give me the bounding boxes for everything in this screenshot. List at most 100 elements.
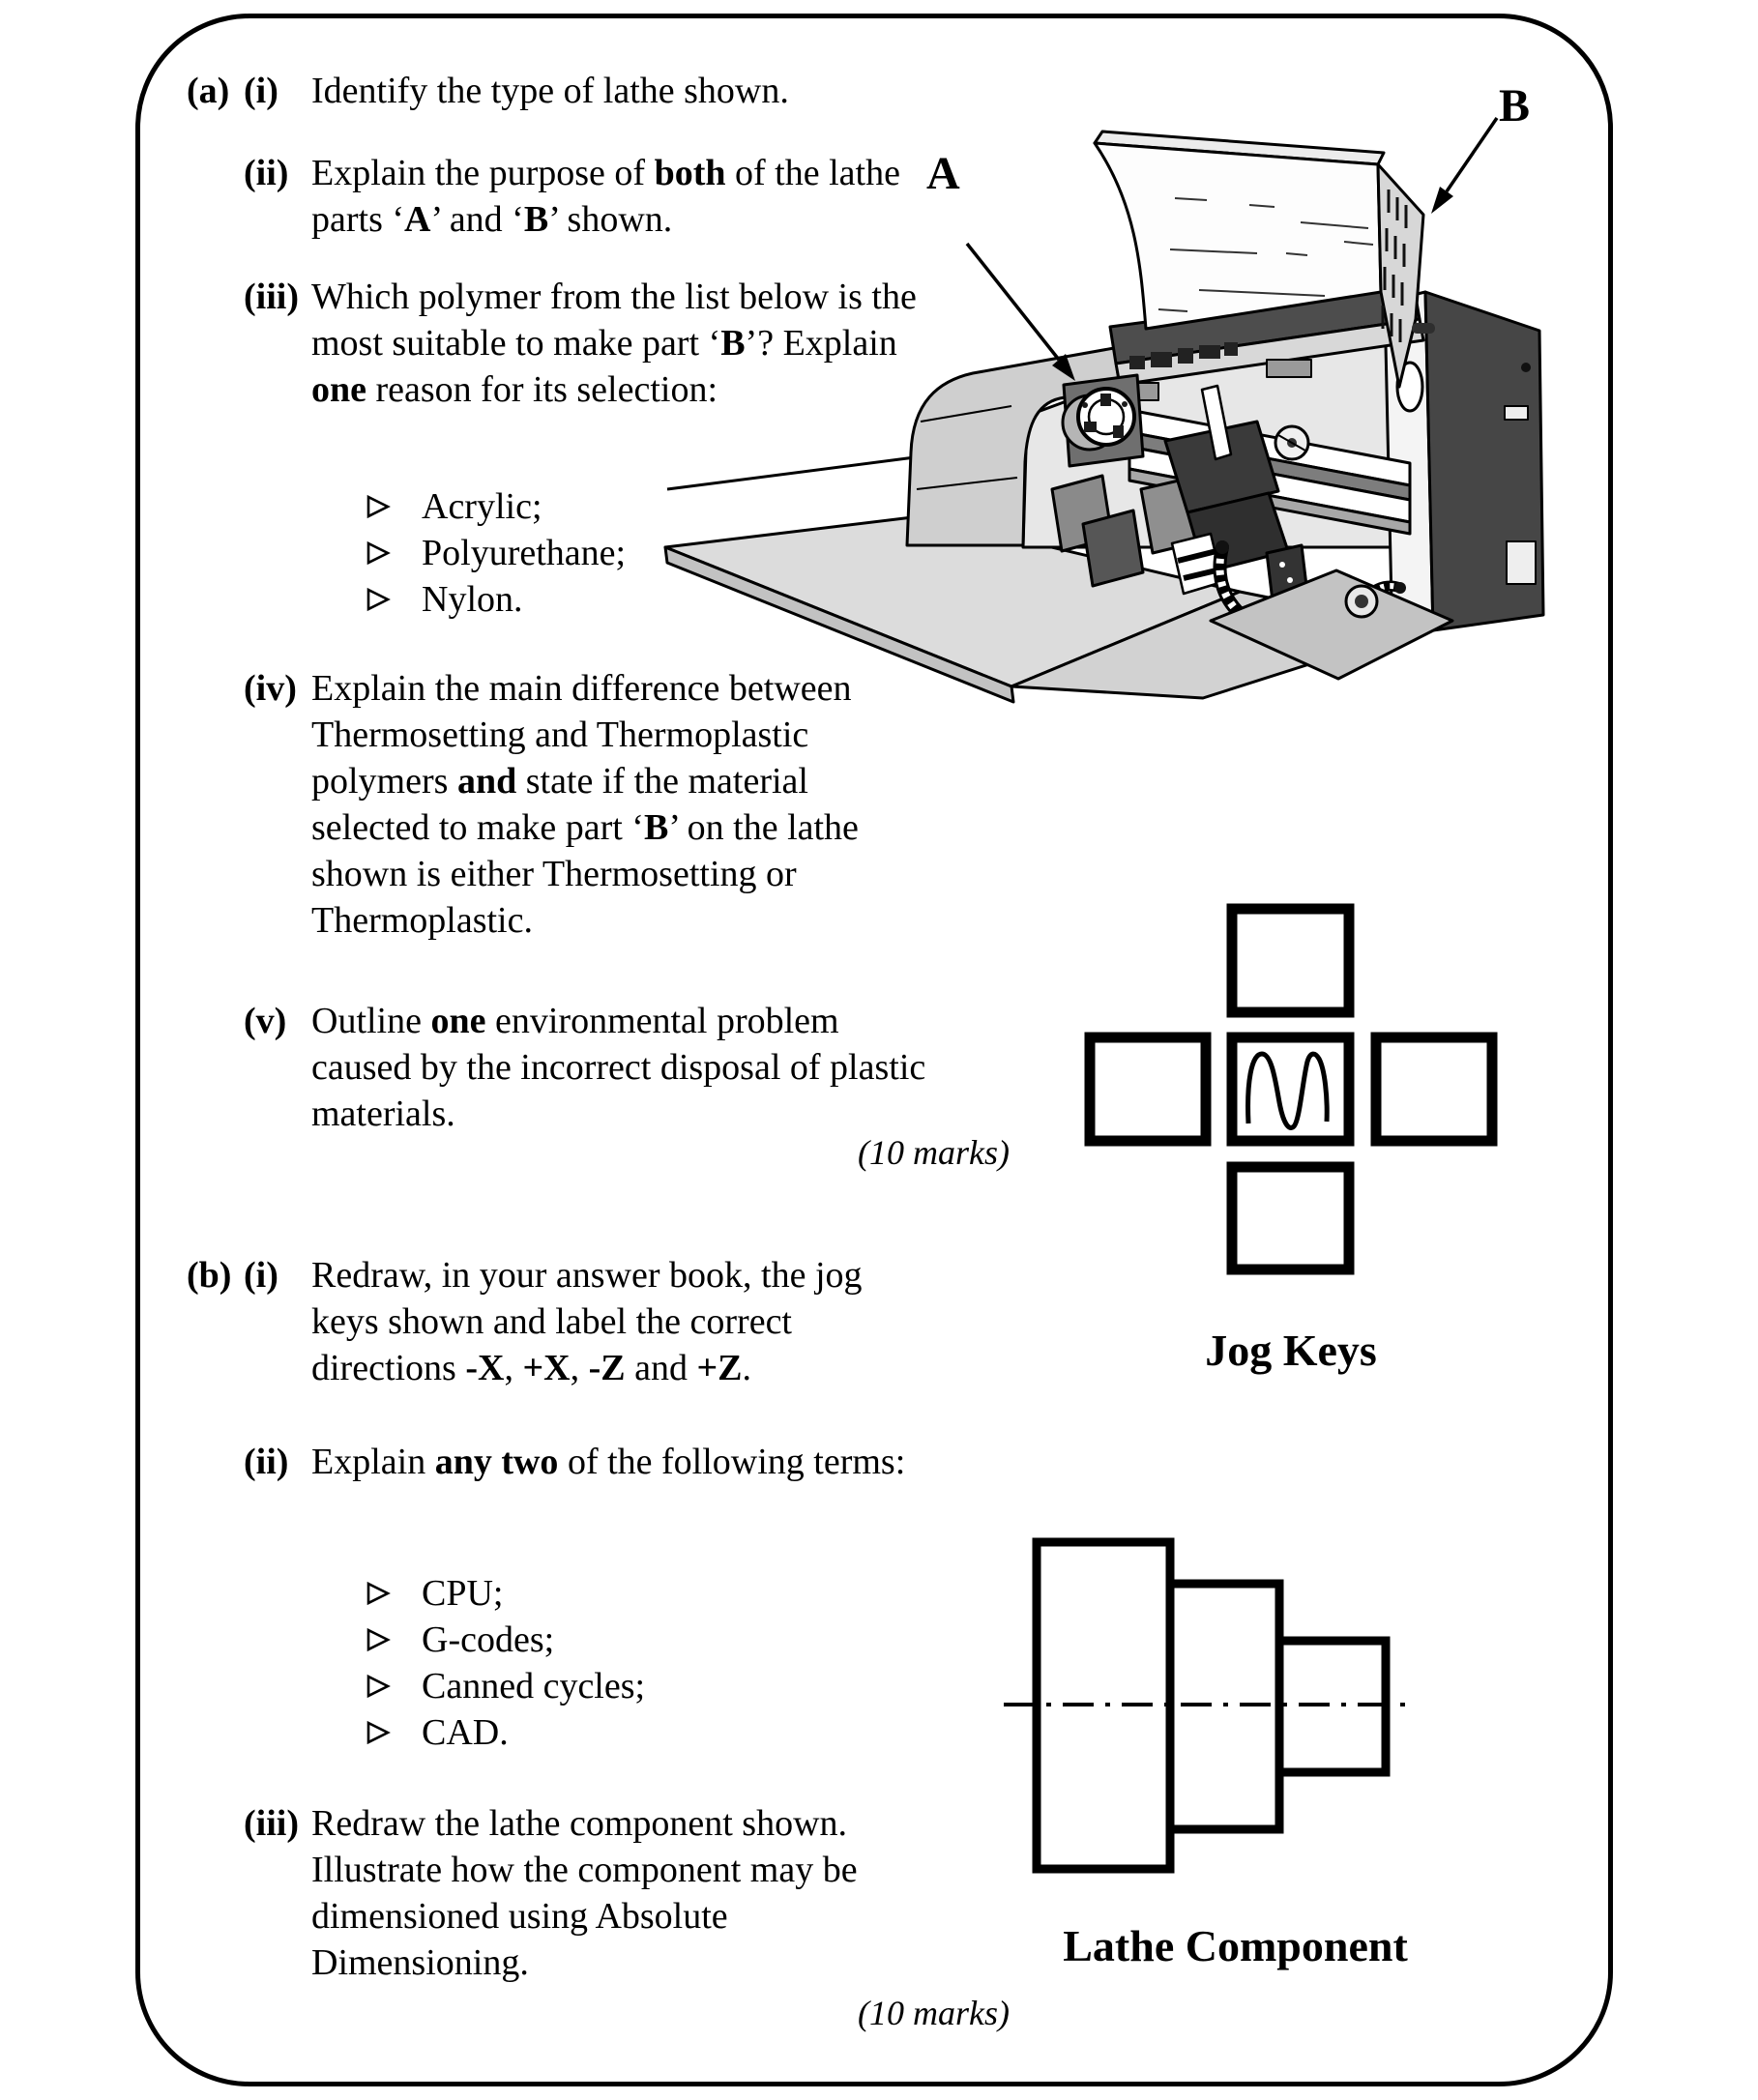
question-a-i-text: Identify the type of lathe shown. (311, 71, 789, 111)
text-run: environmental problem caused by the inco… (311, 1001, 926, 1134)
question-b-iii-text: Redraw the lathe component shown. Illust… (311, 1803, 858, 1983)
text-run: Explain (311, 1442, 435, 1482)
text-run: B (643, 807, 669, 848)
brand-logo-marks (1129, 342, 1238, 369)
cnc-lathe-illustration (663, 117, 1545, 704)
spindle-wave-icon (1245, 1051, 1330, 1130)
text-run: Explain the purpose of (311, 153, 655, 193)
text-run: , (570, 1348, 589, 1388)
text-run: any two (434, 1442, 559, 1482)
text-run: ’ shown. (548, 199, 673, 240)
list-item: Nylon. (366, 576, 523, 623)
text-run: Which polymer from the list below is the… (311, 277, 917, 364)
text-run: one (311, 369, 366, 410)
question-a-i-label: (i) (244, 71, 278, 111)
text-run: +Z (696, 1348, 743, 1388)
question-a-ii-label: (ii) (244, 153, 289, 193)
question-a-v-text: Outline one environmental problem caused… (311, 998, 930, 1137)
list-arrow-icon (366, 494, 391, 519)
text-run: Explain the main difference between Ther… (311, 668, 852, 802)
text-run: +X (522, 1348, 571, 1388)
list-item-label: CAD. (422, 1712, 509, 1753)
question-a-v-label: (v) (244, 1001, 287, 1041)
text-run: , (504, 1348, 523, 1388)
part-b-label: B (1499, 80, 1531, 131)
text-run: A (404, 199, 431, 240)
list-item: CAD. (366, 1709, 509, 1756)
list-arrow-icon (366, 1581, 391, 1606)
handwheel-shape (1274, 424, 1310, 461)
text-run: B (720, 323, 746, 364)
text-run: -X (465, 1348, 505, 1388)
marks-b: (10 marks) (858, 1994, 1010, 2032)
chuck-shape (1061, 387, 1136, 452)
lathe-component-title: Lathe Component (1063, 1921, 1408, 1970)
jog-key-left (1084, 1032, 1212, 1147)
text-run: and (456, 761, 517, 802)
question-b-label: (b) (187, 1255, 232, 1296)
jog-key-down (1226, 1161, 1355, 1275)
list-item-label: Acrylic; (422, 486, 542, 527)
question-b-i-text: Redraw, in your answer book, the jog key… (311, 1252, 930, 1391)
list-item-label: Nylon. (422, 579, 523, 620)
text-run: ’ on the lathe shown is either Thermoset… (311, 807, 859, 941)
question-b-iii-label: (iii) (244, 1803, 299, 1844)
jog-keys-diagram (1084, 903, 1498, 1275)
guard-handle-shape (1412, 323, 1435, 334)
question-a-iv-text: Explain the main difference between Ther… (311, 665, 930, 944)
text-run: B (523, 199, 549, 240)
text-run: Redraw, in your answer book, the jog key… (311, 1255, 863, 1388)
estop-knob-shape (1344, 584, 1379, 619)
list-item-label: G-codes; (422, 1619, 555, 1660)
jog-key-up (1226, 903, 1355, 1018)
marks-a: (10 marks) (858, 1133, 1010, 1172)
list-arrow-icon (366, 1674, 391, 1699)
text-run: and (625, 1348, 697, 1388)
question-a-iii-label: (iii) (244, 277, 299, 317)
jog-key-right (1370, 1032, 1498, 1147)
list-item-label: CPU; (422, 1573, 504, 1614)
jog-key-center (1226, 1032, 1355, 1147)
text-run: of the following terms: (558, 1442, 906, 1482)
question-a-label: (a) (187, 71, 230, 111)
text-run: state if the material selected to make p… (311, 761, 808, 848)
safety-guard-shape (1093, 130, 1435, 389)
leadscrew-rod-shape (666, 455, 916, 491)
list-arrow-icon (366, 1627, 391, 1652)
text-run: reason for its selection: (366, 369, 718, 410)
text-run: Outline (311, 1001, 431, 1041)
question-b-ii-text: Explain any two of the following terms: (311, 1439, 930, 1485)
text-run: one (430, 1001, 486, 1041)
lathe-component-drawing (1004, 1537, 1416, 1874)
list-item: Acrylic; (366, 483, 542, 530)
question-a-ii-text: Explain the purpose of both of the lathe… (311, 150, 930, 243)
label-a-arrow (965, 242, 1075, 381)
text-run: ’ and ‘ (430, 199, 524, 240)
list-item: Polyurethane; (366, 530, 626, 576)
list-item: CPU; (366, 1570, 503, 1617)
console-wedge-shape (1209, 569, 1454, 681)
list-item-label: Canned cycles; (422, 1666, 646, 1706)
question-a-iv-label: (iv) (244, 668, 297, 709)
jog-keys-title: Jog Keys (1205, 1326, 1377, 1375)
tool-post-shape (1050, 384, 1290, 596)
text-run: of the lathe parts ‘ (311, 153, 900, 240)
text-run: -Z (588, 1348, 626, 1388)
question-b-i-label: (i) (244, 1255, 278, 1296)
label-b-arrow (1431, 117, 1499, 214)
list-item: Canned cycles; (366, 1663, 645, 1709)
text-run: ’? Explain (745, 323, 897, 364)
list-arrow-icon (366, 1720, 391, 1745)
list-arrow-icon (366, 540, 391, 566)
list-arrow-icon (366, 587, 391, 612)
question-b-ii-label: (ii) (244, 1442, 289, 1482)
base-skirt-shape (663, 545, 1015, 704)
list-item-label: Polyurethane; (422, 533, 627, 573)
page-border (135, 14, 1613, 2086)
list-item: G-codes; (366, 1617, 554, 1663)
part-a-label: A (926, 148, 960, 199)
text-run: both (654, 153, 726, 193)
guard-vent-slots (1381, 190, 1408, 342)
text-run: . (742, 1348, 751, 1388)
